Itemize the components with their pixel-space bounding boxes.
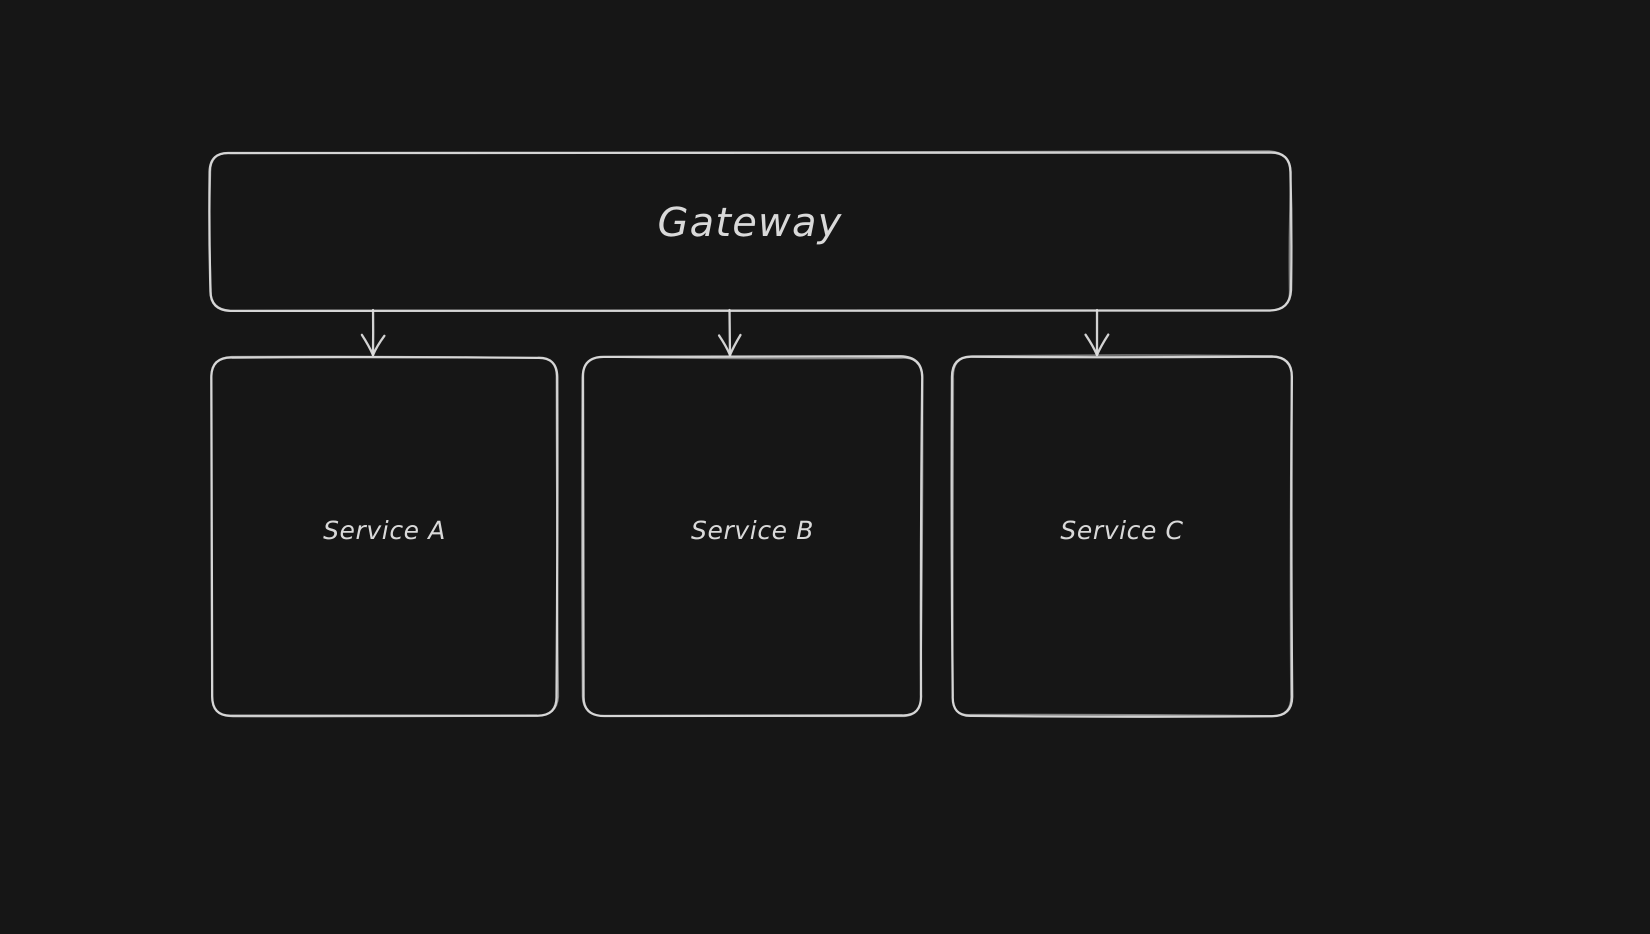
- service-b-node[interactable]: [583, 357, 922, 716]
- edge-gateway-service-c[interactable]: [1082, 310, 1112, 356]
- edge-gateway-service-b[interactable]: [715, 310, 745, 356]
- service-c-node[interactable]: [952, 357, 1292, 716]
- edge-gateway-service-a[interactable]: [358, 310, 388, 356]
- service-a-node[interactable]: [212, 357, 557, 716]
- gateway-node[interactable]: [210, 152, 1290, 310]
